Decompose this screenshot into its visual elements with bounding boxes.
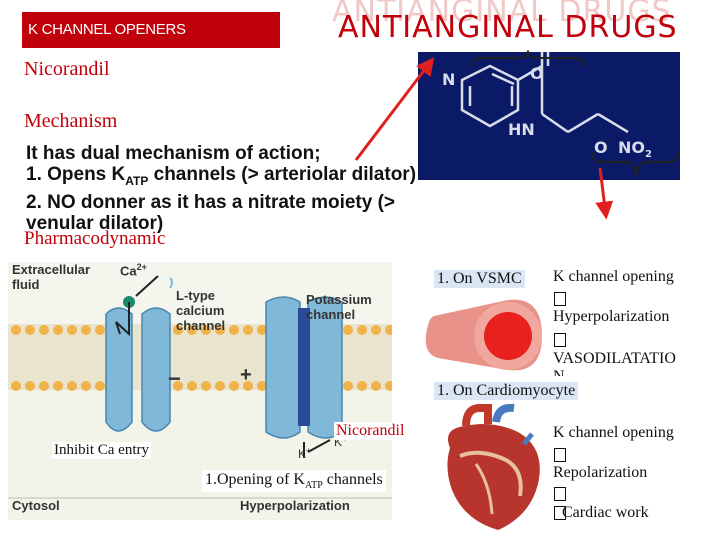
atom-o-right: O <box>594 138 608 157</box>
vsmc-step-2: Hyperpolarization <box>553 308 670 325</box>
heart-icon <box>447 404 540 530</box>
cardio-step-2: Repolarization <box>553 464 648 481</box>
opening-katp-label: 1.Opening of KATP channels <box>202 470 386 493</box>
membrane-drawing <box>8 262 392 499</box>
nicorandil-label: Nicorandil <box>334 422 407 440</box>
inhibit-ca-label: Inhibit Ca entry <box>52 442 151 459</box>
vsmc-arrow-1-icon <box>554 290 566 308</box>
atom-o-top: O <box>530 64 544 83</box>
page-title: ANTIANGINAL DRUGS <box>338 10 678 45</box>
cardio-arrow-1-icon <box>554 446 566 464</box>
section-tag: K CHANNEL OPENERS <box>22 12 280 48</box>
potassium-channel-label: Potassium channel <box>306 292 372 322</box>
vsmc-step-3-cut: N <box>553 368 565 376</box>
nicorandil-structure: N O HN O NO2 <box>418 52 680 180</box>
vessel-icon <box>425 299 542 371</box>
vsmc-label: 1. On VSMC <box>434 270 525 288</box>
mechanism-line-2: 1. Opens KATP channels (> arteriolar dil… <box>26 164 417 188</box>
cardio-step-1: K channel opening <box>553 424 674 441</box>
atom-hn: HN <box>508 120 535 139</box>
vsmc-arrow-2-icon <box>554 331 566 349</box>
structure-drawing <box>460 52 629 134</box>
arrow-to-structure <box>354 57 435 161</box>
hyperpolarization-label: Hyperpolarization <box>240 498 350 513</box>
l-type-channel-label: L-type calcium channel <box>176 288 226 333</box>
cytosol-label: Cytosol <box>12 498 60 513</box>
vsmc-step-1: K channel opening <box>553 268 674 285</box>
pharmacodynamic-heading: Pharmacodynamic <box>24 228 166 249</box>
extracellular-label: Extracellular fluid <box>12 262 91 292</box>
arrow-to-no2 <box>595 167 614 220</box>
cardio-step-3: Cardiac work <box>562 504 649 521</box>
mechanism-line-4: venular dilator) <box>26 212 164 234</box>
brace-bottom <box>591 151 679 177</box>
atom-n: N <box>442 70 456 89</box>
ca-ion-label: Ca2+ <box>120 262 147 279</box>
minus-sign: − <box>168 366 181 391</box>
cardio-arrow-3-icon <box>554 504 566 522</box>
drug-name: Nicorandil <box>24 58 110 80</box>
mechanism-text: It has dual mechanism of action; 1. Open… <box>26 143 416 234</box>
brace-top <box>471 50 585 67</box>
plus-sign: + <box>240 364 252 386</box>
group-no2: NO2 <box>618 138 652 161</box>
mechanism-line-1: It has dual mechanism of action; <box>26 143 321 164</box>
vsmc-step-3: VASODILATATIO <box>553 350 676 367</box>
k-ion-bottom: K+ <box>298 446 311 461</box>
cardio-arrow-2-icon <box>554 485 566 503</box>
mechanism-heading: Mechanism <box>24 110 118 132</box>
title-shadow: ANTIANGINAL DRUGS <box>332 0 672 29</box>
cardiomyocyte-label: 1. On Cardiomyocyte <box>434 382 579 400</box>
mechanism-line-3: 2. NO donner as it has a nitrate moiety … <box>26 191 396 213</box>
